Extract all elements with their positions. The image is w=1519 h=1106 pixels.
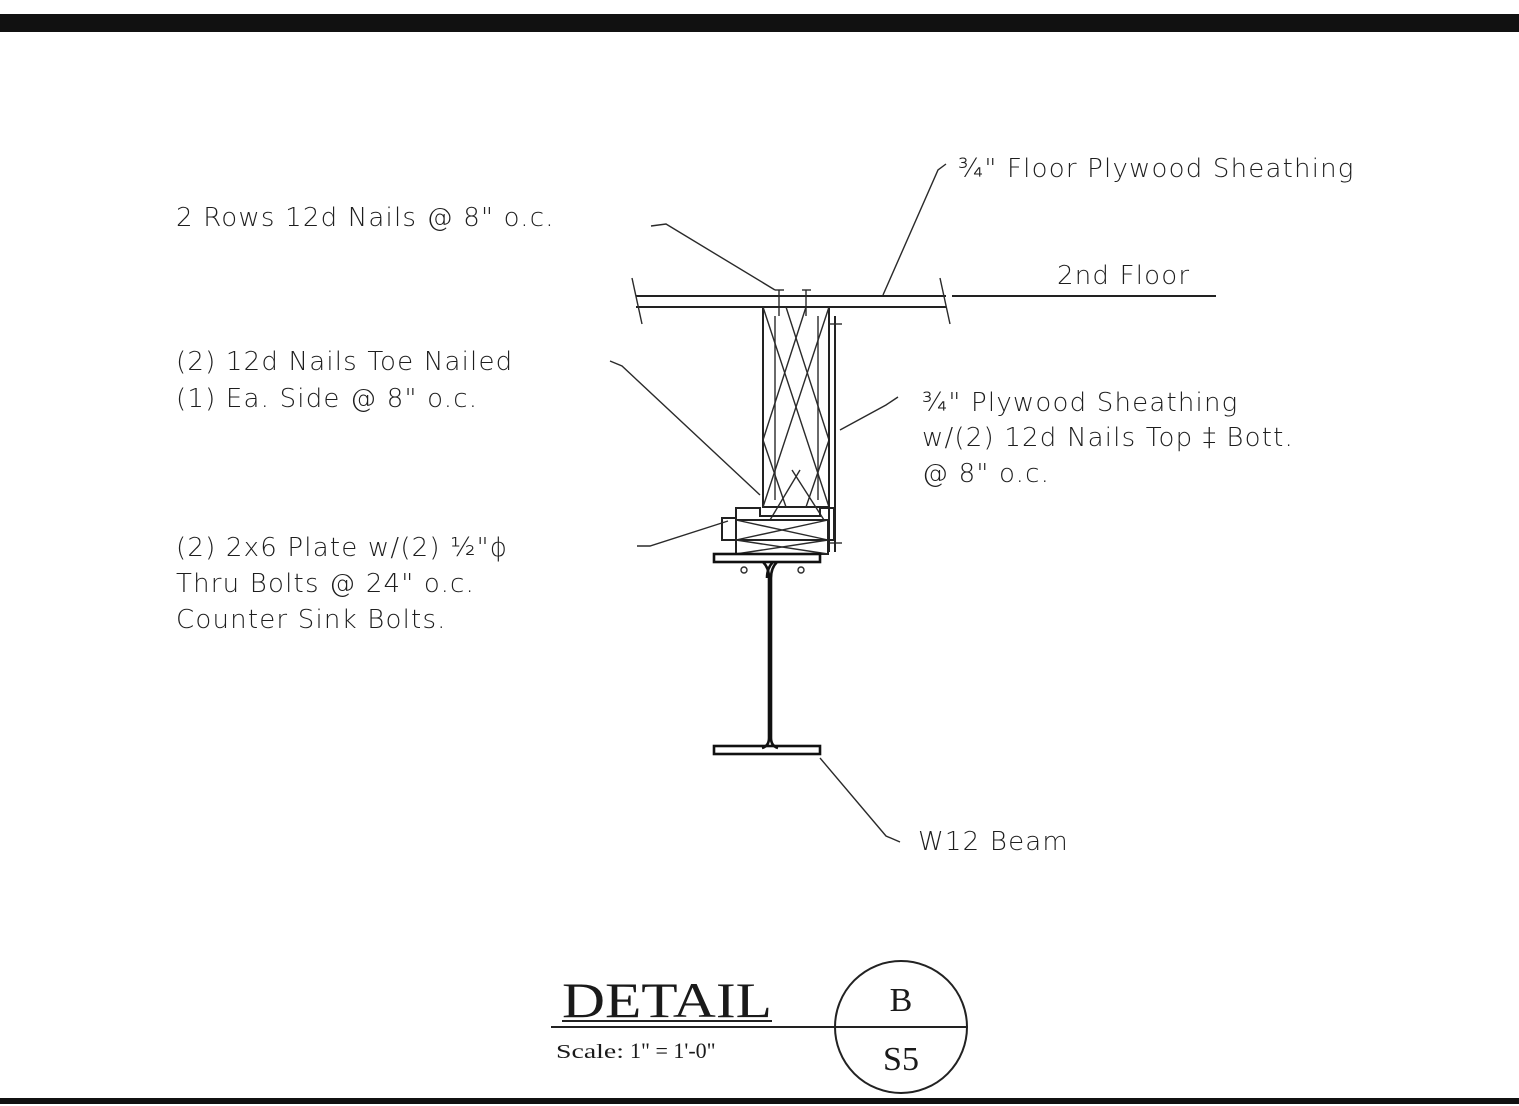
note-plate-line1: (2) 2x6 Plate w/(2) ½"ϕ — [176, 533, 508, 563]
note-floor-sheathing: ¾" Floor Plywood Sheathing — [958, 154, 1355, 184]
note-ply-sheathing-line2: w/(2) 12d Nails Top ‡ Bott. — [922, 423, 1294, 453]
toe-nails — [769, 469, 825, 521]
note-toe-nail-line1: (2) 12d Nails Toe Nailed — [176, 347, 513, 377]
note-plate-line2: Thru Bolts @ 24" o.c. — [176, 569, 475, 599]
rim-joist — [762, 306, 830, 508]
note-plate-line3: Counter Sink Bolts. — [176, 605, 447, 635]
bottom-border-line — [0, 1098, 1519, 1104]
detail-title: DETAIL — [562, 972, 772, 1028]
note-ply-sheathing-line3: @ 8" o.c. — [922, 459, 1050, 489]
note-ply-sheathing-line1: ¾" Plywood Sheathing — [922, 388, 1238, 418]
leader-lines — [609, 163, 947, 843]
detail-letter: B — [890, 982, 913, 1019]
title-block: DETAIL Scale: 1" = 1'-0" B S5 — [551, 960, 968, 1094]
floor-line — [631, 277, 1216, 325]
note-nail-rows: 2 Rows 12d Nails @ 8" o.c. — [176, 203, 555, 233]
note-second-floor: 2nd Floor — [1057, 261, 1190, 291]
note-beam: W12 Beam — [918, 827, 1069, 857]
detail-bubble — [834, 960, 968, 1094]
top-nails — [775, 289, 811, 316]
steel-beam-section — [712, 552, 822, 756]
scale-value: 1" = 1'-0" — [630, 1038, 716, 1063]
sill-plates — [721, 507, 835, 555]
scale-label: Scale: — [556, 1041, 624, 1063]
note-toe-nail-line2: (1) Ea. Side @ 8" o.c. — [176, 384, 478, 414]
top-border-line — [0, 14, 1519, 32]
side-plywood-sheathing — [828, 316, 842, 552]
sheet-number: S5 — [883, 1041, 919, 1078]
